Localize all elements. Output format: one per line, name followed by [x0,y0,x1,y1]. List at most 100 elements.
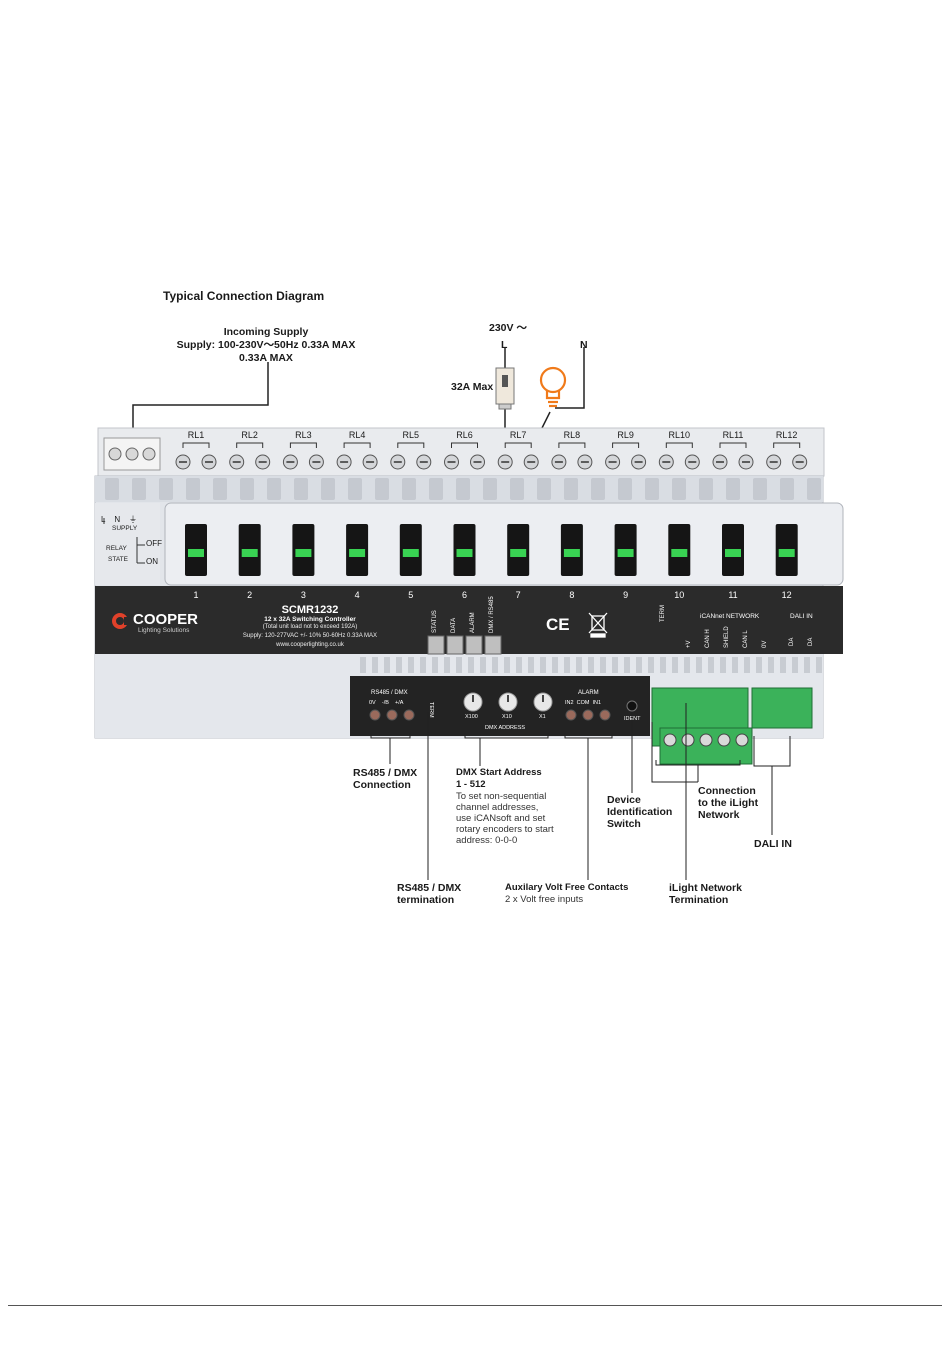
relay-bracket-4 [343,442,371,448]
icannet-pin-4: 0V [762,640,768,648]
top-terminal-strip [97,427,825,477]
relay-label-9: RL9 [617,430,634,440]
brand-sub: Lighting Solutions [138,627,190,634]
channel-number-4: 4 [354,590,360,600]
relay-state-on: ON [146,557,158,566]
weee-bin-icon [588,612,608,638]
callout-aux-contacts: Auxilary Volt Free Contacts 2 x Volt fre… [505,882,629,905]
model-line2: (Total unit load not to exceed 192A) [262,624,358,630]
model-name: SCMR1232 [281,604,339,616]
channel-number-8: 8 [569,590,575,600]
channel-number-7: 7 [515,590,521,600]
led-label-0: STATUS [432,610,438,633]
relay-bracket-8 [558,442,586,448]
dali-heading: DALI IN [790,613,813,620]
icannet-pin-1: CAN H [705,629,711,648]
alarm-sockets [565,709,611,721]
ce-mark: CE [546,615,570,634]
relay-switch-indicator [725,549,741,557]
incoming-supply-heading: Incoming Supply [223,326,309,338]
footer-rule [8,1305,942,1306]
led-label-1: DATA [451,617,457,633]
dial-x1: X1 [539,714,546,720]
relay-switch-indicator [563,549,580,557]
relay-label-2: RL2 [241,430,258,440]
ident-button [626,700,638,712]
relay-switch-indicator [402,549,419,557]
channel-number-6: 6 [461,590,467,600]
dali-pin-1: DA [808,637,814,646]
callout-dali-in: DALI IN [754,838,792,850]
dali-green-connector [751,687,813,729]
callout-dmx-start: DMX Start Address 1 - 512 To set non-seq… [456,767,554,846]
lamp-icon [539,366,567,408]
brand-name: COOPER [133,611,199,628]
model-url: www.cooperlighting.co.uk [276,642,344,648]
supply-label-panel [95,503,160,585]
led-label-3: DMX / RS485 [489,596,495,633]
relay-bracket-2 [236,442,264,448]
relay-terminal-screws [175,454,808,470]
relay-bracket-7 [504,442,532,448]
dial-x10: X10 [502,714,512,720]
relay-switches [185,524,798,576]
relay-switch-indicator [295,549,312,557]
relay-label-8: RL8 [563,430,581,440]
dali-pin-0: DA [789,637,795,646]
dial-x100: X100 [465,714,478,720]
relay-switch-indicator [188,549,204,557]
channel-number-3: 3 [300,590,306,600]
relay-brackets [182,442,801,448]
icannet-pin-3: CAN L [743,630,749,648]
relay-label-5: RL5 [402,430,420,440]
led-label-2: ALARM [470,612,476,633]
channel-number-2: 2 [247,590,253,600]
dmx-address-caption: DMX ADDRESS [485,725,526,731]
relay-state-off: OFF [146,539,162,548]
supply-caption: SUPPLY [112,525,138,532]
live-label: L [501,339,508,351]
rs485-sockets [369,709,415,721]
icannet-pin-0: +V [686,640,692,648]
incoming-supply-line1: Supply: 100-230V～50Hz 0.33A MAX [176,339,356,351]
relay-bracket-11 [719,442,747,448]
channel-number-5: 5 [408,590,414,600]
channel-number-11: 11 [728,590,738,600]
callout-lines [370,703,791,880]
icannet-heading: iCANnet NETWORK [700,613,760,620]
relay-label-6: RL6 [456,430,473,440]
relay-state-state: STATE [108,556,128,563]
model-line3: Supply: 120-277VAC +/- 10% 50-60Hz 0.33A… [242,633,378,639]
supply-wire [132,362,269,440]
diagram-title: Typical Connection Diagram [163,289,325,303]
relay-label-7: RL7 [509,430,527,440]
incoming-supply-line2: 0.33A MAX [239,352,293,364]
relay-label-3: RL3 [295,430,312,440]
relay-label-4: RL4 [348,430,366,440]
rs485-pins: 0V -/B +/A [369,700,404,706]
rs485-heading: RS485 / DMX [371,690,408,696]
led-windows [427,635,502,655]
relay-bracket-10 [665,442,693,448]
channel-number-9: 9 [623,590,629,600]
supply-terminal-screws [108,447,156,461]
relay-label-1: RL1 [187,430,205,440]
relay-switch-indicator [617,549,634,557]
relay-label-11: RL11 [722,430,744,440]
breaker-label: 32A Max [451,381,494,393]
breaker [495,367,515,410]
relay-bracket-3 [289,442,317,448]
channel-number-12: 12 [781,590,792,600]
relay-bracket-1 [182,442,210,448]
relay-switch-indicator [456,549,473,557]
cooper-logo-icon [112,613,130,629]
relay-bracket-9 [612,442,640,448]
neutral-wire [555,347,585,409]
channel-number-1: 1 [193,590,199,600]
supply-terminals: L N ⏚ [101,515,138,524]
